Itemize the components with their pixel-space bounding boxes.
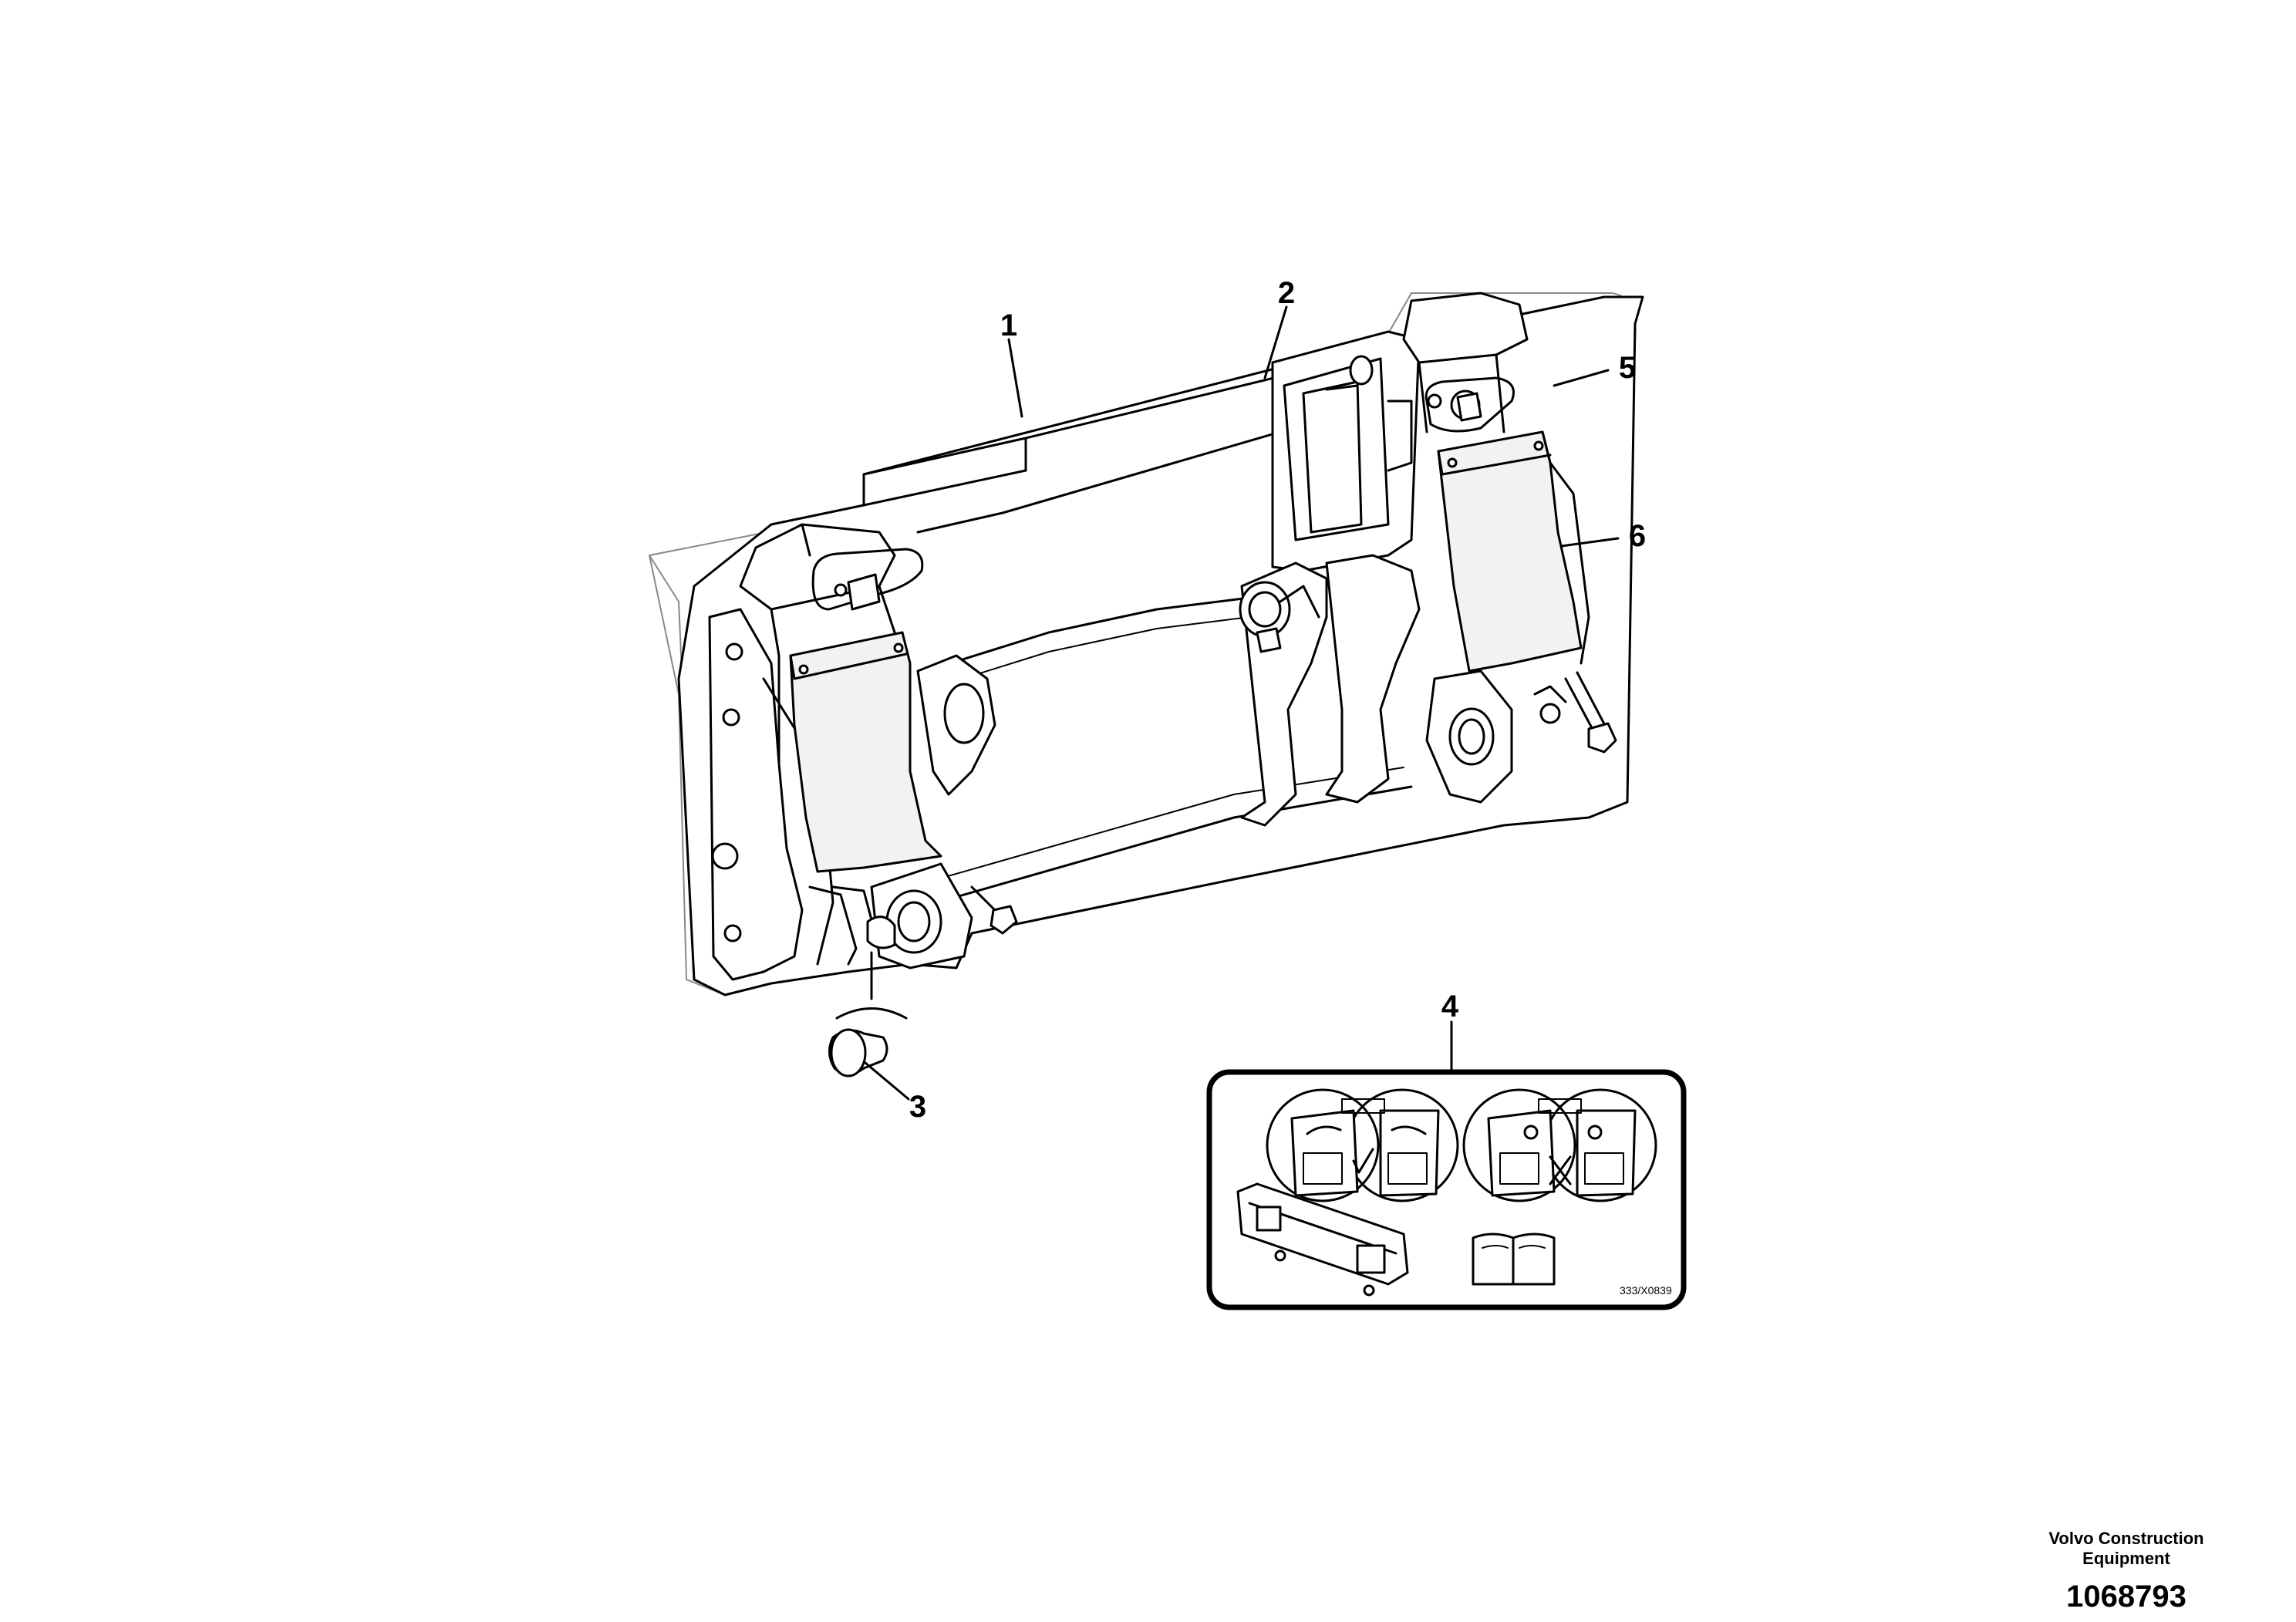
inset-reference-code: 333/X0839 xyxy=(1620,1284,1672,1297)
decal-inset: 333/X0839 xyxy=(1206,1069,1687,1310)
callout-5: 5 xyxy=(1619,351,1636,385)
callout-6: 6 xyxy=(1629,519,1646,553)
leader-lines xyxy=(864,305,1620,1101)
brand-name-line1: Volvo Construction xyxy=(2048,1529,2204,1548)
inset-incorrect-view xyxy=(1462,1088,1657,1202)
document-number: 1068793 xyxy=(2066,1580,2186,1614)
inset-bracket-thumbnail xyxy=(1236,1182,1409,1297)
brand-block: Volvo Construction Equipment 1068793 xyxy=(2026,1529,2227,1614)
plug-part xyxy=(828,951,908,1077)
attachment-bracket xyxy=(648,292,1644,996)
callout-1: 1 xyxy=(1000,309,1017,342)
brand-name-line2: Equipment xyxy=(2082,1549,2170,1568)
manual-book-icon xyxy=(1472,1233,1556,1286)
callout-4: 4 xyxy=(1441,990,1459,1023)
callout-2: 2 xyxy=(1278,276,1295,310)
callout-3: 3 xyxy=(909,1090,926,1124)
inset-correct-view xyxy=(1266,1088,1459,1202)
